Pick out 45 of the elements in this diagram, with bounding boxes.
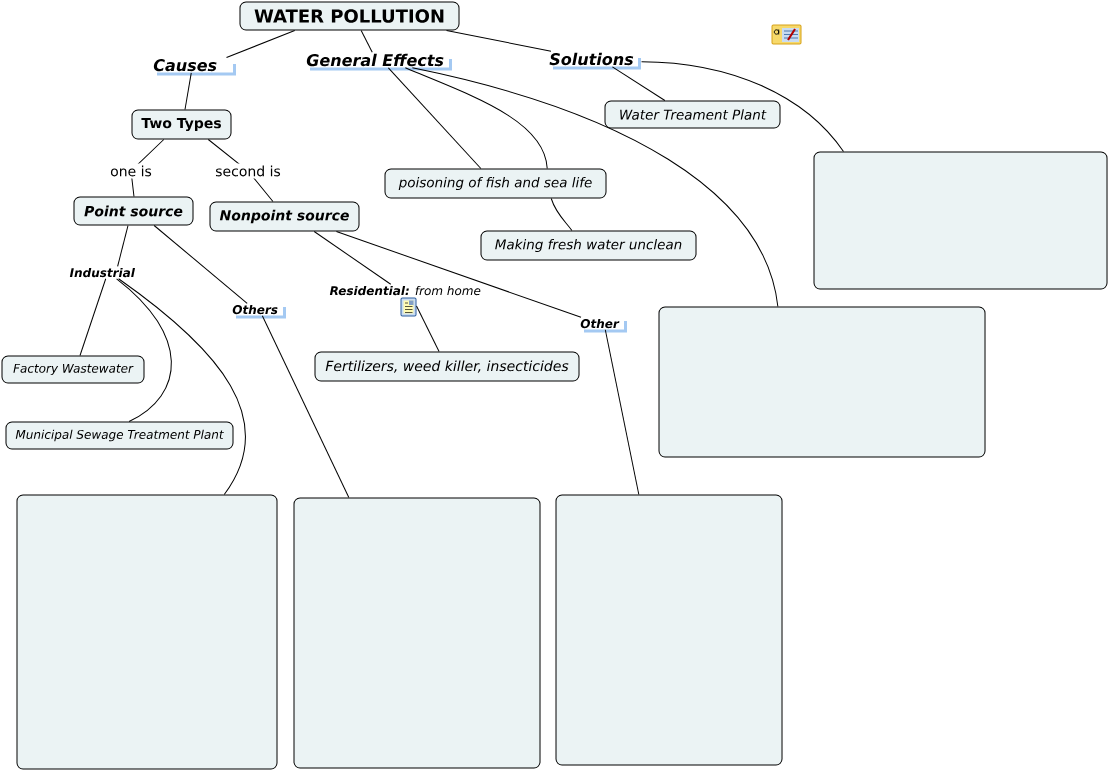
category-label: Solutions [549, 52, 641, 70]
connector-line [411, 67, 779, 307]
empty-box [658, 306, 986, 458]
connector-line [550, 198, 573, 231]
category-label: Causes [153, 59, 236, 76]
empty-box [813, 151, 1108, 290]
concept-box: poisoning of fish and sea life [384, 168, 607, 199]
empty-box [555, 494, 783, 766]
connector-line [604, 329, 640, 495]
connector-line [387, 67, 482, 169]
connector-line [611, 66, 666, 101]
empty-box [293, 497, 541, 769]
concept-box: Two Types [131, 109, 232, 140]
concept-box: WATER POLLUTION [239, 1, 460, 31]
concept-box: Making fresh water unclean [480, 230, 697, 261]
connector-line [416, 305, 440, 352]
edge-label: one is [108, 163, 154, 179]
connector-line [184, 72, 192, 110]
category-label: Other [580, 318, 627, 333]
connector-line [404, 67, 548, 169]
concept-label: Industrial [69, 267, 135, 278]
document-icon [400, 297, 417, 317]
connector-line [335, 231, 582, 318]
concept-box: Point source [73, 196, 194, 226]
category-label: Others [232, 304, 286, 319]
connector-line [116, 278, 172, 422]
connector-line [446, 30, 552, 52]
connector-line [79, 278, 107, 356]
connector-line [261, 315, 350, 498]
connector-line [641, 61, 844, 152]
connector-line [153, 225, 248, 304]
connector-line [117, 225, 129, 267]
concept-label: Residential: from home [329, 285, 481, 296]
concept-box: Nonpoint source [209, 201, 360, 232]
connector-line [118, 278, 247, 495]
connector-line [226, 30, 296, 59]
connector-line [360, 30, 373, 53]
concept-box: Factory Wastewater [1, 355, 145, 384]
empty-box [16, 494, 278, 770]
edge-label: second is [213, 163, 283, 179]
concept-box: Municipal Sewage Treatment Plant [5, 421, 234, 450]
category-label: General Effects [306, 53, 452, 71]
connector-line [313, 231, 392, 285]
concept-box: Fertilizers, weed killer, insecticides [314, 351, 580, 382]
concept-box: Water Treament Plant [604, 100, 781, 129]
